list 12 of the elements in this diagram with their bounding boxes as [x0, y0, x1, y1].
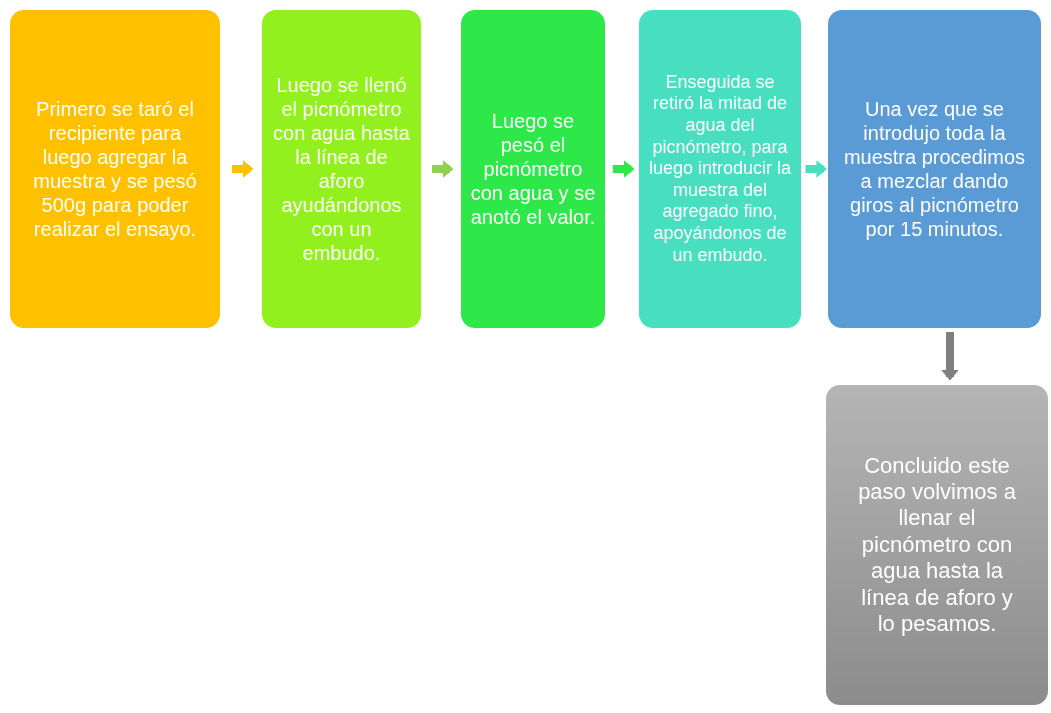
- step-text: Concluido este paso volvimos a llenar el picnómetro con agua hasta la línea de aforo y lo pesamos.: [857, 452, 1017, 638]
- step-text: Luego se pesó el picnómetro con agua y se anotó el valor.: [469, 109, 597, 229]
- step-text: Luego se llenó el picnómetro con agua hasta la línea de aforo ayudándonos con un embudo.: [272, 73, 411, 265]
- step-text: Enseguida se retiró la mitad de agua del picnómetro, para luego introducir la muestra del agregado fino, apoyándonos de un embudo.: [647, 71, 793, 267]
- process-box: [461, 10, 605, 328]
- step-text: Primero se taró el recipiente para luego agregar la muestra y se pesó 500g para poder realizar el ensayo.: [32, 97, 198, 241]
- process-box: [639, 10, 801, 328]
- step-text: Una vez que se introdujo toda la muestra procedimos a mezclar dando giros al picnómetro por 15 minutos.: [842, 97, 1027, 241]
- process-box: [826, 385, 1048, 705]
- process-box: [262, 10, 421, 328]
- process-box: [10, 10, 220, 328]
- process-box: [828, 10, 1041, 328]
